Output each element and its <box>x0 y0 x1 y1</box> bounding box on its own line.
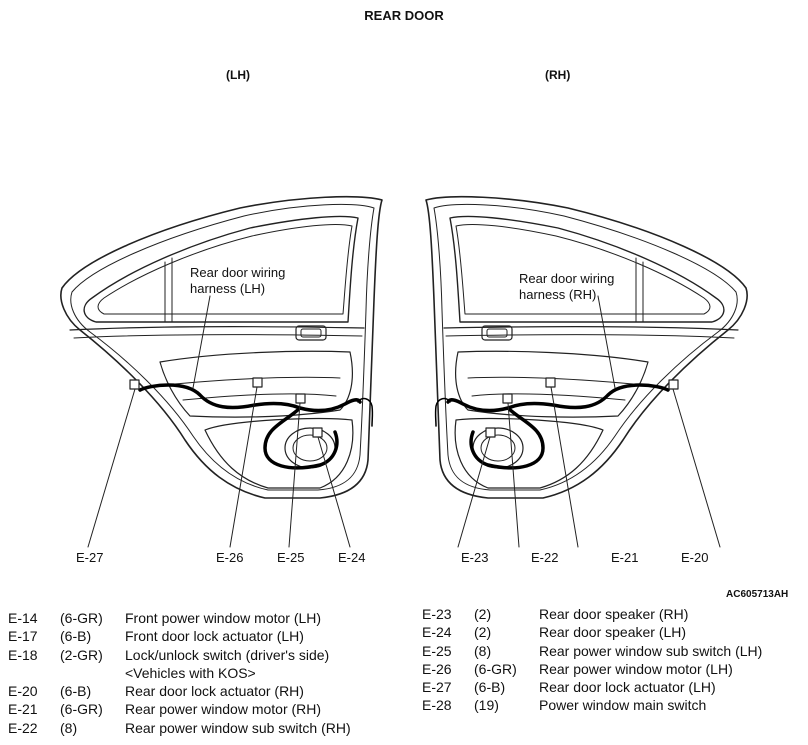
connector-description: <Vehicles with KOS> <box>125 664 256 681</box>
connector-pins: (6-B) <box>60 628 92 645</box>
legend-row: E-17 (6-B) Front door lock actuator (LH) <box>8 628 408 646</box>
legend-row: E-20 (6-B) Rear door lock actuator (RH) <box>8 683 408 701</box>
connector-code: E-18 <box>8 646 38 663</box>
legend-row: E-26 (6-GR) Rear power window motor (LH) <box>422 661 802 679</box>
connector-pins: (2) <box>474 624 492 641</box>
door-diagram <box>60 195 748 548</box>
connector-description: Rear door speaker (LH) <box>539 624 687 641</box>
figure-code: AC605713AH <box>726 589 789 600</box>
legend-left: E-14(6-GR)Front power window motor (LH)E… <box>8 610 408 738</box>
connector-pins: (8) <box>474 642 492 659</box>
connector-code: E-23 <box>422 606 452 622</box>
connector-description: Rear door lock actuator (RH) <box>125 683 304 700</box>
connector-label-e21: E-21 <box>611 550 639 565</box>
connector-pins: (6-GR) <box>60 701 103 718</box>
connector-label-e20: E-20 <box>681 550 709 565</box>
legend-row: E-21 (6-GR) Rear power window motor (RH) <box>8 701 408 719</box>
connector-code: E-21 <box>8 701 38 718</box>
connector-description: Rear power window motor (LH) <box>539 660 733 677</box>
legend-row: E-14 (6-GR) Front power window motor (LH) <box>8 610 408 628</box>
connector-description: Rear power window motor (RH) <box>125 701 322 718</box>
connector-code: E-17 <box>8 628 38 645</box>
legend-row: <Vehicles with KOS> <box>8 665 408 683</box>
connector-pins: (6-GR) <box>474 660 517 677</box>
lh-lower-panel <box>204 417 354 489</box>
lh-window-glass <box>97 223 353 315</box>
legend-row: E-24 (2) Rear door speaker (LH) <box>422 624 802 642</box>
lh-inner-panel <box>159 350 353 418</box>
connector-pins: (8) <box>60 719 78 736</box>
lh-door-drawing <box>60 195 383 548</box>
connector-code: E-20 <box>8 683 38 700</box>
connector-description: Rear door lock actuator (LH) <box>539 679 716 696</box>
rh-door-drawing <box>425 195 748 548</box>
legend-row: E-23 (2) Rear door speaker (RH) <box>422 606 802 624</box>
connector-description: Power window main switch <box>539 697 707 714</box>
lh-door-outer-inner <box>70 204 375 491</box>
connector-description: Rear door speaker (RH) <box>539 606 689 622</box>
connector-description: Front door lock actuator (LH) <box>125 628 304 645</box>
connector-code: E-25 <box>422 642 452 659</box>
lh-door-outer <box>60 195 383 499</box>
connector-label-e25: E-25 <box>277 550 305 565</box>
connector-label-e24: E-24 <box>338 550 366 565</box>
connector-pins: (19) <box>474 697 499 714</box>
connector-label-e23: E-23 <box>461 550 489 565</box>
connector-label-e27: E-27 <box>76 550 104 565</box>
diagram-title: REAR DOOR <box>364 8 444 23</box>
lh-wiring-harness <box>138 383 362 470</box>
connector-code: E-26 <box>422 660 452 677</box>
connector-description: Front power window motor (LH) <box>125 610 322 626</box>
rh-label: (RH) <box>545 68 571 82</box>
connector-label-e26: E-26 <box>216 550 244 565</box>
connector-pins: (6-GR) <box>60 610 103 626</box>
connector-code: E-24 <box>422 624 452 641</box>
connector-pins: (2-GR) <box>60 646 103 663</box>
connector-description: Rear power window sub switch (LH) <box>539 642 763 659</box>
legend-row: E-18 (2-GR) Lock/unlock switch (driver's s… <box>8 647 408 665</box>
connector-code: E-27 <box>422 679 452 696</box>
connector-description: Rear power window sub switch (RH) <box>125 719 351 736</box>
legend-row: E-27 (6-B) Rear door lock actuator (LH) <box>422 679 802 697</box>
connector-pins: (6-B) <box>474 679 506 696</box>
rh-harness-label: Rear door wiring harness (RH) <box>519 271 615 302</box>
lh-window-frame <box>83 215 359 323</box>
legend-row: E-22 (8) Rear power window sub switch (RH) <box>8 720 408 738</box>
connector-code: E-14 <box>8 610 38 626</box>
connector-label-e22: E-22 <box>531 550 559 565</box>
lh-label: (LH) <box>226 68 250 82</box>
legend-row: E-25 (8) Rear power window sub switch (LH) <box>422 643 802 661</box>
lh-harness-label: Rear door wiring harness (LH) <box>190 265 286 296</box>
connector-code: E-28 <box>422 697 452 714</box>
connector-pins: (2) <box>474 606 492 622</box>
legend-row: E-28 (19) Power window main switch <box>422 697 802 715</box>
connector-description: Lock/unlock switch (driver's side) <box>125 646 330 663</box>
connector-code: E-22 <box>8 719 38 736</box>
legend-right: E-23 (2) Rear door speaker (RH) E-24 (2) Rear… <box>422 606 802 716</box>
connector-pins: (6-B) <box>60 683 92 700</box>
